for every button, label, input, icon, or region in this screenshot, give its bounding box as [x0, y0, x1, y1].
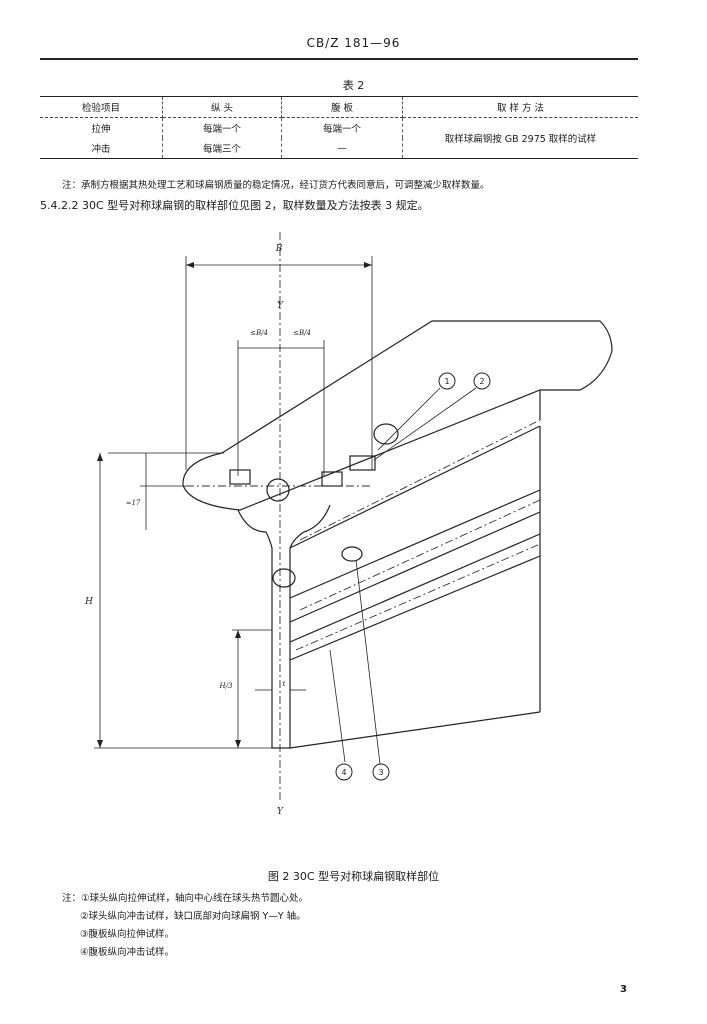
header-sampling-method: 取 样 方 法: [402, 96, 638, 118]
callout-4: 4: [341, 768, 346, 777]
table-header-row: 检验项目 纵 头 腹 板 取 样 方 法: [40, 96, 638, 118]
figure-caption: 图 2 30C 型号对称球扁钢取样部位: [267, 870, 440, 883]
cell-head: 每端一个: [162, 117, 282, 138]
figure-note-3: ③腹板纵向拉伸试样。: [80, 929, 175, 940]
standard-number-header: CB/Z 181—96: [306, 36, 401, 50]
cell-head: 每端三个: [162, 138, 282, 159]
callout-1: 1: [444, 377, 449, 386]
axis-label-y-bottom: Y: [277, 807, 284, 817]
dimension-label-17: ≈17: [126, 499, 141, 507]
callout-3: 3: [378, 768, 383, 777]
dimension-label-b4-right: ≤B/4: [293, 329, 311, 337]
sampling-location-figure: B Y ≤B/4 ≤B/4 ≈17 H H/3 t Y 1 2 3 4: [84, 232, 613, 817]
clause-5-4-2-2: 5.4.2.2 30C 型号对称球扁钢的取样部位见图 2，取样数量及方法按表 3…: [40, 199, 429, 212]
table-row: 拉伸 每端一个 每端一个 取样球扁钢按 GB 2975 取样的试样: [40, 117, 638, 159]
dimension-label-h3: H/3: [219, 682, 233, 690]
figure-note-1: 注：①球头纵向拉伸试样，轴向中心线在球头热节圆心处。: [62, 893, 309, 904]
dimension-label-b: B: [275, 244, 283, 254]
cell-method: 取样球扁钢按 GB 2975 取样的试样: [402, 117, 638, 159]
table-row: 冲击 每端三个 —: [40, 138, 638, 159]
dimension-label-b4-left: ≤B/4: [250, 329, 268, 337]
header-test-item: 检验项目: [40, 96, 163, 118]
cell-item: 拉伸: [40, 117, 163, 138]
header-bulb-head: 纵 头: [162, 96, 282, 118]
cell-web: —: [281, 138, 403, 159]
dimension-label-t: t: [283, 680, 286, 688]
table-caption: 表 2: [342, 79, 365, 92]
figure-note-2: ②球头纵向冲击试样，缺口底部对向球扁钢 Y—Y 轴。: [80, 911, 306, 922]
table-note: 注：承制方根据其热处理工艺和球扁钢质量的稳定情况，经订货方代表同意后，可调整减少…: [62, 180, 490, 191]
dimension-label-h: H: [84, 597, 93, 607]
header-rule: [40, 58, 638, 60]
sampling-table: 检验项目 纵 头 腹 板 取 样 方 法 拉伸 每端一个 每端一个 取样球扁钢按…: [40, 96, 638, 159]
figure-note-4: ④腹板纵向冲击试样。: [80, 947, 175, 958]
page-number: 3: [620, 984, 627, 995]
axis-label-y-top: Y: [277, 301, 284, 311]
header-web: 腹 板: [281, 96, 403, 118]
callout-2: 2: [479, 377, 484, 386]
cell-web: 每端一个: [281, 117, 403, 138]
cell-item: 冲击: [40, 138, 163, 159]
